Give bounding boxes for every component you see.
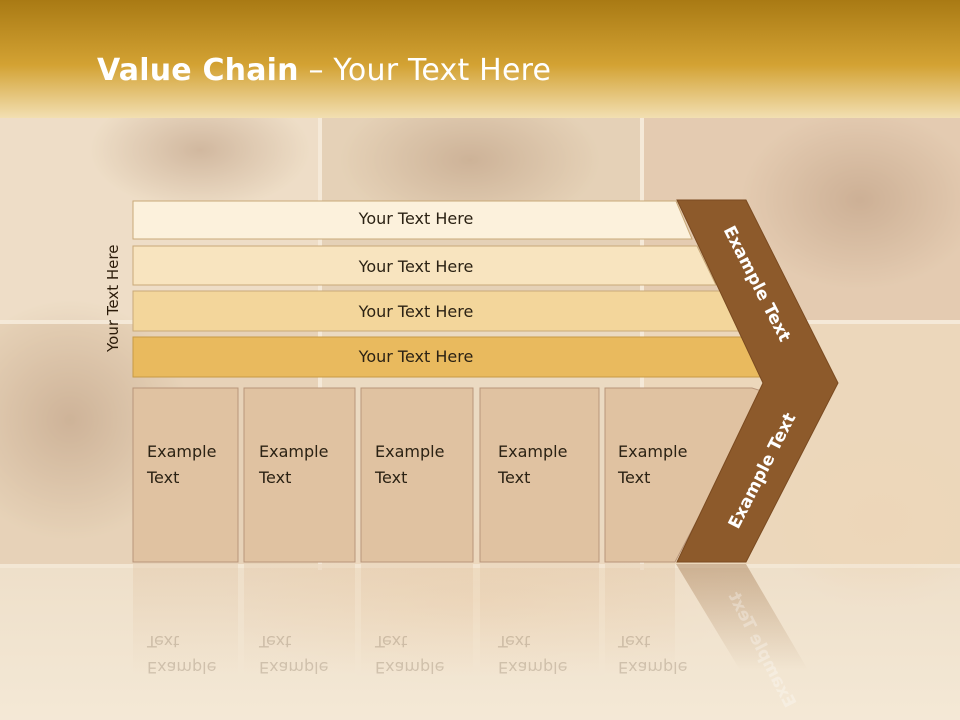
value-bar-2: [132, 245, 717, 286]
box-2-reflection-line-1: Example: [259, 658, 329, 677]
box-5-line-1: Example: [618, 442, 688, 461]
box-3-reflection-line-1: Example: [375, 658, 445, 677]
box-2-reflection: Example Text: [259, 628, 328, 680]
value-chevron: [676, 199, 839, 563]
bar-1-label: Your Text Here: [358, 209, 474, 228]
box-1-reflection: Example Text: [147, 628, 216, 680]
box-3-line-2: Text: [375, 468, 408, 487]
bar-4-label: Your Text Here: [358, 347, 474, 366]
box-1-reflection-line-1: Example: [147, 658, 217, 677]
box-5-label: Example Text: [618, 439, 687, 491]
box-5-reflection: Example Text: [618, 628, 687, 680]
box-4-line-2: Text: [498, 468, 531, 487]
activity-box-4: [479, 387, 600, 563]
box-4-line-1: Example: [498, 442, 568, 461]
box-5-reflection-line-2: Text: [618, 632, 651, 651]
activity-box-2: [243, 387, 356, 563]
bar-3-label: Your Text Here: [358, 302, 474, 321]
box-5-line-2: Text: [618, 468, 651, 487]
box-2-line-2: Text: [259, 468, 292, 487]
box-1-line-2: Text: [147, 468, 180, 487]
title-bold: Value Chain: [97, 53, 299, 88]
box-3-reflection-line-2: Text: [375, 632, 408, 651]
box-3-label: Example Text: [375, 439, 444, 491]
value-bar-1: [132, 200, 693, 240]
box-1-reflection-line-2: Text: [147, 632, 180, 651]
activity-box-3: [360, 387, 474, 563]
box-2-line-1: Example: [259, 442, 329, 461]
box-3-reflection: Example Text: [375, 628, 444, 680]
box-4-reflection-line-2: Text: [498, 632, 531, 651]
box-1-label: Example Text: [147, 439, 216, 491]
box-2-label: Example Text: [259, 439, 328, 491]
box-5-reflection-line-1: Example: [618, 658, 688, 677]
bar-2-label: Your Text Here: [358, 257, 474, 276]
side-label: Your Text Here: [104, 245, 122, 352]
title-rest: – Your Text Here: [298, 53, 552, 88]
box-4-reflection-line-1: Example: [498, 658, 568, 677]
box-3-line-1: Example: [375, 442, 445, 461]
box-4-label: Example Text: [498, 439, 567, 491]
box-1-line-1: Example: [147, 442, 217, 461]
box-4-reflection: Example Text: [498, 628, 567, 680]
slide-title: Value Chain – Your Text Here: [97, 53, 551, 88]
box-2-reflection-line-2: Text: [259, 632, 292, 651]
activity-box-1: [132, 387, 239, 563]
